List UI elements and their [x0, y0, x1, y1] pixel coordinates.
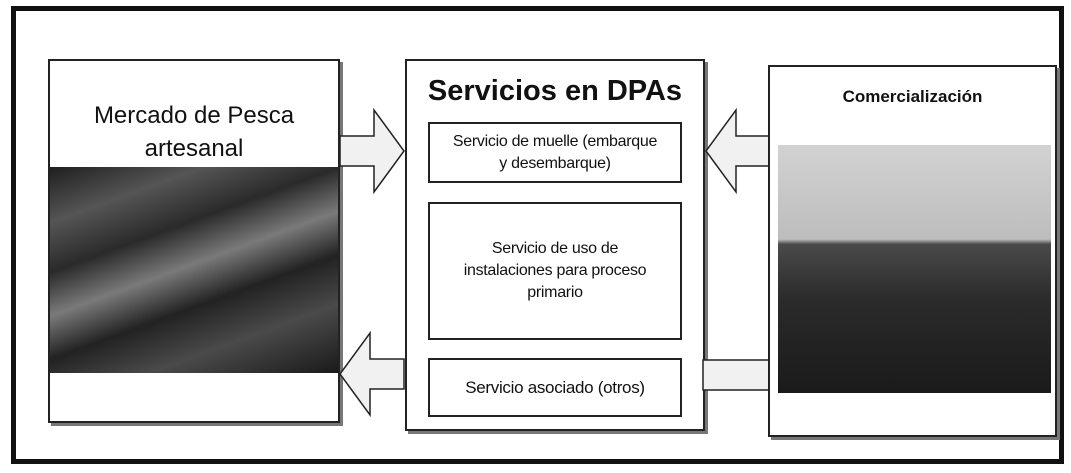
service-dock: Servicio de muelle (embarque y desembarq…	[428, 122, 682, 183]
services-panel: Servicios en DPAs Servicio de muelle (em…	[405, 59, 705, 431]
fishing-market-photo	[50, 167, 338, 373]
service-associated: Servicio asociado (otros)	[428, 358, 682, 417]
right-panel-title: Comercialización	[842, 87, 983, 106]
connector-bar-bottom	[702, 359, 772, 391]
artisanal-fishing-market-panel: Mercado de Pesca artesanal	[48, 59, 340, 423]
commercialization-panel: Comercialización	[768, 65, 1057, 437]
diagram-frame: Mercado de Pesca artesanal Servicios en …	[11, 6, 1064, 464]
service-facilities: Servicio de uso de instalaciones para pr…	[428, 202, 682, 340]
services-title: Servicios en DPAs	[427, 75, 683, 107]
arrow-left-bottom	[338, 329, 406, 419]
arrow-left-top	[702, 106, 772, 196]
commercialization-photo	[778, 145, 1051, 393]
arrow-right-top	[338, 106, 406, 196]
left-panel-title: Mercado de Pesca artesanal	[93, 102, 295, 162]
